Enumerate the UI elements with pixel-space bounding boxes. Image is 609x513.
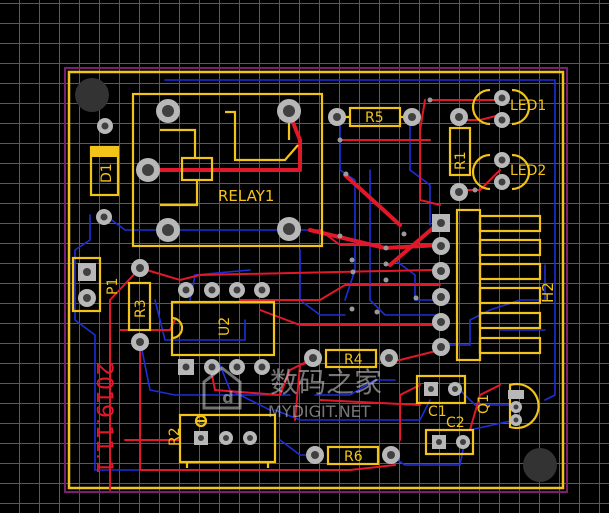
r6-footprint xyxy=(306,445,400,466)
watermark-d-glyph: d xyxy=(222,388,233,407)
p1-label: P1 xyxy=(105,278,121,295)
watermark-house-icon xyxy=(202,366,242,410)
h2-label: H2 xyxy=(539,282,557,303)
r6-label: R6 xyxy=(344,449,363,465)
r2-label: R2 xyxy=(167,427,183,446)
mounting-hole xyxy=(75,78,109,112)
relay1-footprint xyxy=(131,92,324,248)
led2-footprint xyxy=(471,152,531,191)
watermark-latin-text: MYDIGIT.NET xyxy=(268,402,371,421)
r1-footprint xyxy=(448,108,472,201)
q1-label: Q1 xyxy=(476,394,492,414)
u2-footprint xyxy=(170,282,276,375)
board-edge-silk xyxy=(67,70,565,490)
c1-footprint xyxy=(415,374,467,405)
led2-label: LED2 xyxy=(510,163,546,179)
h2-footprint xyxy=(432,208,542,362)
led1-footprint xyxy=(471,88,531,128)
board-date-text: 2019.11.1 xyxy=(91,362,116,474)
d1-footprint xyxy=(89,118,120,225)
r3-label: R3 xyxy=(133,299,149,318)
p1-footprint xyxy=(71,256,102,313)
d1-label: D1 xyxy=(99,163,115,183)
vias xyxy=(337,97,478,315)
q1-footprint xyxy=(508,382,540,430)
relay1-label: RELAY1 xyxy=(218,187,274,205)
watermark: d 数码之家 MYDIGIT.NET xyxy=(202,366,382,421)
r3-footprint xyxy=(127,259,152,351)
r4-footprint xyxy=(304,348,398,369)
silkscreen-labels: LED1 LED2 R5 R1 D1 RELAY1 H2 P1 R3 U2 R4… xyxy=(99,98,557,465)
watermark-chinese-text: 数码之家 xyxy=(270,366,382,399)
r1-label: R1 xyxy=(453,151,469,170)
r5-footprint xyxy=(328,106,421,128)
c1-label: C1 xyxy=(428,404,447,420)
u2-label: U2 xyxy=(217,317,233,336)
mounting-hole xyxy=(523,448,557,482)
r4-label: R4 xyxy=(344,352,363,368)
r5-label: R5 xyxy=(365,110,384,126)
led1-label: LED1 xyxy=(510,98,546,114)
c2-label: C2 xyxy=(446,415,465,431)
r2-footprint xyxy=(178,413,277,468)
c2-footprint xyxy=(424,428,475,456)
board-outline xyxy=(64,67,568,493)
